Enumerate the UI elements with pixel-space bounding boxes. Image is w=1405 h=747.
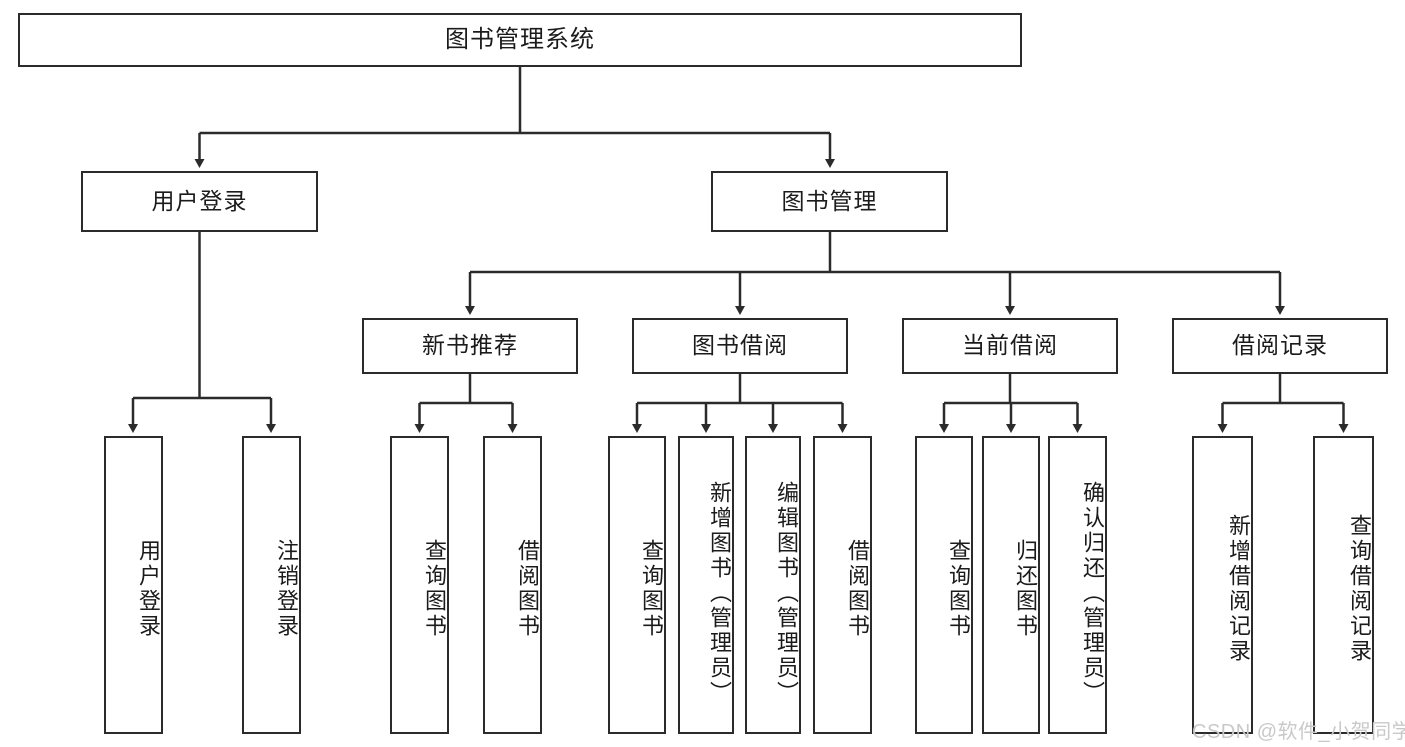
leaf-label: 借阅图书 xyxy=(515,539,540,639)
leaf-return-book[interactable]: 归还图书 xyxy=(982,436,1040,734)
leaf-label: 查询图书 xyxy=(639,539,664,639)
leaf-query-borrow-record[interactable]: 查询借阅记录 xyxy=(1313,436,1374,734)
leaf-edit-book-admin[interactable]: 编辑图书（管理员） xyxy=(745,436,801,734)
leaf-label: 编辑图书（管理员） xyxy=(774,480,799,706)
node-book-borrow[interactable]: 图书借阅 xyxy=(632,318,848,374)
node-new-book-recommend[interactable]: 新书推荐 xyxy=(362,318,578,374)
leaf-query-book-3[interactable]: 查询图书 xyxy=(915,436,973,734)
leaf-label: 新增图书（管理员） xyxy=(707,480,732,706)
leaf-label: 注销登录 xyxy=(274,539,299,639)
leaf-query-book-1[interactable]: 查询图书 xyxy=(390,436,449,734)
node-book-manage[interactable]: 图书管理 xyxy=(711,171,948,232)
leaf-label: 借阅图书 xyxy=(845,539,870,639)
leaf-add-book-admin[interactable]: 新增图书（管理员） xyxy=(678,436,734,734)
leaf-query-book-2[interactable]: 查询图书 xyxy=(608,436,666,734)
leaf-borrow-book-2[interactable]: 借阅图书 xyxy=(813,436,872,734)
leaf-label: 确认归还（管理员） xyxy=(1080,480,1105,706)
leaf-label: 新增借阅记录 xyxy=(1226,514,1251,664)
csdn-watermark: CSDN @软件_小贺同学 xyxy=(1192,721,1405,743)
leaf-label: 查询图书 xyxy=(946,539,971,639)
node-borrow-record[interactable]: 借阅记录 xyxy=(1172,318,1388,374)
leaf-label: 归还图书 xyxy=(1013,539,1038,639)
leaf-label: 查询借阅记录 xyxy=(1347,514,1372,664)
leaf-add-borrow-record[interactable]: 新增借阅记录 xyxy=(1192,436,1253,734)
leaf-logout-login[interactable]: 注销登录 xyxy=(242,436,301,734)
leaf-user-login[interactable]: 用户登录 xyxy=(104,436,163,734)
node-root-system[interactable]: 图书管理系统 xyxy=(18,13,1022,67)
leaf-borrow-book-1[interactable]: 借阅图书 xyxy=(483,436,542,734)
leaf-label: 查询图书 xyxy=(422,539,447,639)
node-user-login[interactable]: 用户登录 xyxy=(81,171,318,232)
leaf-label: 用户登录 xyxy=(136,539,161,639)
leaf-confirm-return-admin[interactable]: 确认归还（管理员） xyxy=(1048,436,1107,734)
node-current-borrow[interactable]: 当前借阅 xyxy=(902,318,1118,374)
